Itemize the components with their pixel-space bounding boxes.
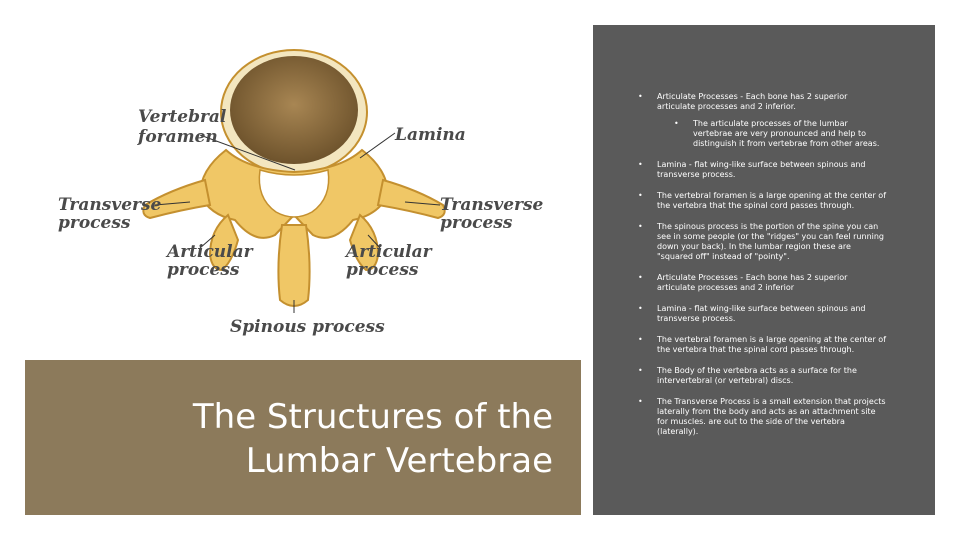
bullet-dot: • bbox=[638, 92, 643, 101]
bullet-dot: • bbox=[674, 119, 679, 128]
articular-process-left bbox=[208, 213, 240, 272]
label-transverse-right-1: Transverse bbox=[440, 195, 544, 215]
label-articular-right-1: Articular bbox=[344, 242, 433, 262]
bullet-dot: • bbox=[638, 397, 643, 406]
label-vertebral-foramen-1: Vertebral bbox=[138, 107, 227, 127]
bullet-dot: • bbox=[638, 335, 643, 344]
label-articular-right-2: process bbox=[346, 260, 419, 280]
bullet-item: • Articulate Processes - Each bone has 2 … bbox=[638, 92, 888, 112]
bullet-item: • Articulate Processes - Each bone has 2 … bbox=[638, 273, 888, 293]
vertebral-foramen bbox=[258, 169, 330, 218]
transverse-process-left bbox=[142, 178, 212, 220]
bullet-dot: • bbox=[638, 304, 643, 313]
content-panel: • Articulate Processes - Each bone has 2 … bbox=[593, 25, 935, 515]
bullet-text: The vertebral foramen is a large opening… bbox=[657, 191, 887, 210]
label-articular-left-2: process bbox=[167, 260, 240, 280]
bullet-text: The Body of the vertebra acts as a surfa… bbox=[657, 366, 857, 385]
bullet-dot: • bbox=[638, 273, 643, 282]
transverse-process-right bbox=[376, 178, 446, 220]
bullet-item: • Lamina - flat wing-like surface between… bbox=[638, 304, 888, 324]
bullet-item: • The Transverse Process is a small exten… bbox=[638, 397, 888, 437]
sub-bullet-item: • The articulate processes of the lumbar … bbox=[638, 119, 888, 149]
bullet-dot: • bbox=[638, 160, 643, 169]
bullet-dot: • bbox=[638, 366, 643, 375]
bullet-text: The articulate processes of the lumbar v… bbox=[693, 119, 880, 148]
bullet-dot: • bbox=[638, 222, 643, 231]
bullet-text: Articulate Processes - Each bone has 2 s… bbox=[657, 273, 848, 292]
bullet-text: The Transverse Process is a small extens… bbox=[657, 397, 886, 436]
bullet-item: • Lamina - flat wing-like surface between… bbox=[638, 160, 888, 180]
label-spinous-process: Spinous process bbox=[230, 317, 385, 337]
bullet-item: • The vertebral foramen is a large openin… bbox=[638, 191, 888, 211]
bullet-dot: • bbox=[638, 191, 643, 200]
articular-process-right bbox=[348, 213, 380, 272]
label-lamina: Lamina bbox=[394, 125, 466, 145]
spinous-process bbox=[277, 224, 311, 307]
slide-title-line-2: Lumbar Vertebrae bbox=[245, 440, 553, 481]
label-transverse-left-1: Transverse bbox=[58, 195, 162, 215]
label-articular-left-1: Articular bbox=[165, 242, 254, 262]
bullet-list: • Articulate Processes - Each bone has 2 … bbox=[638, 92, 888, 448]
slide-title-line-1: The Structures of the bbox=[192, 396, 553, 437]
label-transverse-left-2: process bbox=[58, 213, 131, 233]
title-box: The Structures of the Lumbar Vertebrae bbox=[25, 360, 581, 515]
bullet-text: The vertebral foramen is a large opening… bbox=[657, 335, 887, 354]
bullet-text: Lamina - flat wing-like surface between … bbox=[657, 304, 866, 323]
bullet-item: • The Body of the vertebra acts as a surf… bbox=[638, 366, 888, 386]
lumbar-vertebra-diagram: Vertebral foramen Lamina Transverse proc… bbox=[58, 49, 544, 337]
bullet-text: Articulate Processes - Each bone has 2 s… bbox=[657, 92, 848, 111]
label-vertebral-foramen-2: foramen bbox=[137, 127, 218, 147]
bullet-text: The spinous process is the portion of th… bbox=[657, 222, 885, 261]
bullet-text: Lamina - flat wing-like surface between … bbox=[657, 160, 866, 179]
bullet-item: • The vertebral foramen is a large openin… bbox=[638, 335, 888, 355]
bullet-item: • The spinous process is the portion of t… bbox=[638, 222, 888, 262]
slide-title: The Structures of the Lumbar Vertebrae bbox=[193, 395, 553, 483]
label-transverse-right-2: process bbox=[440, 213, 513, 233]
